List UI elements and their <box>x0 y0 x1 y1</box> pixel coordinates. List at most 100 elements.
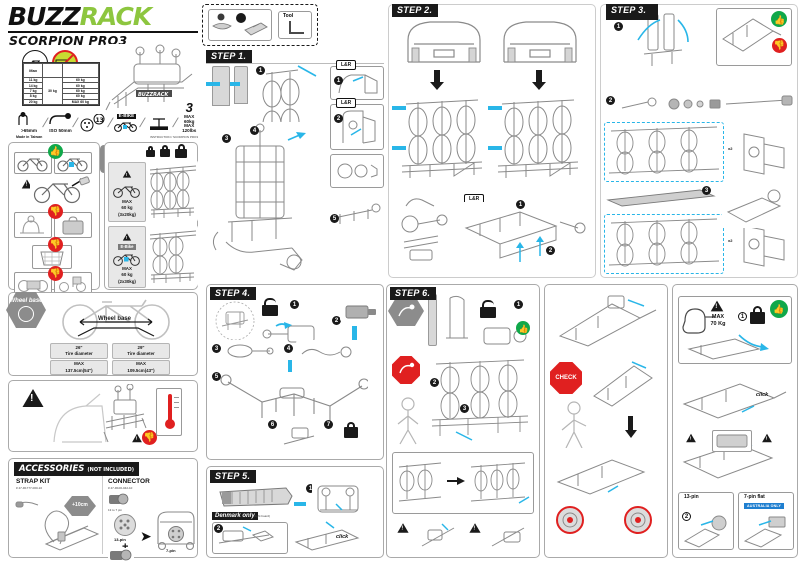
step2-arrow-down-1 <box>434 70 440 84</box>
step2-vehicle-1 <box>400 18 488 68</box>
spec-header-3 <box>61 63 100 78</box>
step6b-arrow-down <box>628 416 633 432</box>
allowed-bike-ebike <box>54 152 92 174</box>
towball-spec: >65mm <box>16 112 42 134</box>
rack-product-illustration: BUZZRACK <box>104 44 198 114</box>
step3-num-2: 2 <box>606 96 615 105</box>
warning-triangle-icon <box>762 433 772 443</box>
step4-detail-6 <box>280 418 324 452</box>
thumbs-up-icon: 👍 <box>48 144 63 159</box>
warning-triangle-icon-small <box>132 433 142 443</box>
step2-blue-arrow-3 <box>392 146 406 150</box>
step2-detail-right <box>460 202 586 276</box>
lock-icon-small <box>146 146 155 157</box>
check-stop-badge: CHECK <box>550 362 582 394</box>
step-6-tag: STEP 6. <box>390 287 437 300</box>
step6-warn-illustration-1 <box>414 518 464 554</box>
warning-triangle-icon <box>122 233 132 241</box>
connector-illustration <box>106 492 130 506</box>
connector-plus-sign: + <box>122 541 129 553</box>
step-4-tag: STEP 4. <box>210 287 257 300</box>
step6-rack-bike-illustration <box>428 352 534 444</box>
iso-spec: ISO 50mm <box>48 112 72 134</box>
step3-detail-box-1: 👍 <box>716 8 792 66</box>
allowed-bike-normal <box>14 152 52 174</box>
spec-icon-strip: >65mm / ISO 50mm / 13 / E-BIKE / / 3 MAX… <box>16 101 200 134</box>
step6-max-weight-title: MAX <box>711 314 725 320</box>
step6b-illustration-2 <box>588 356 662 410</box>
ebike-label: E-BIKE <box>116 113 137 120</box>
arrow-right-icon: ➤ <box>140 528 152 544</box>
step2-rack-2 <box>492 92 584 182</box>
step1-detail-box-2 <box>330 104 384 150</box>
warning-triangle-icon <box>21 179 33 189</box>
load-ebike-label: E-Bike <box>118 243 136 250</box>
step5-denmark-illustration <box>212 522 288 554</box>
connector-name: CONNECTOR <box>108 478 150 485</box>
wheelbase-max-value-1: 137.5cm(54") <box>65 367 93 373</box>
warning-triangle-icon <box>397 523 409 533</box>
vehicle-rear-illustration <box>154 508 196 554</box>
step-1-tag: STEP 1. <box>206 50 253 63</box>
step1-num-5: 5 <box>330 214 339 223</box>
strap-kit-extra-badge: +10cm <box>64 496 96 516</box>
thumbs-down-icon-2: 👎 <box>48 237 63 252</box>
unlock-icon-step4 <box>262 298 278 316</box>
connector-13pin-icon <box>114 514 136 536</box>
step-3-tag: STEP 3. <box>606 4 658 20</box>
step6-check-label: CHECK <box>555 375 577 381</box>
lock-icon-step6c <box>750 306 765 324</box>
step2-arrowhead-1 <box>430 82 444 90</box>
step5-arrow <box>294 502 306 506</box>
stop-sign-icon <box>392 356 420 384</box>
rack-spec <box>146 114 172 134</box>
warning-triangle-icon <box>686 433 696 443</box>
step5-click-label: click <box>336 534 349 540</box>
step3-chain-illustration-2 <box>604 214 724 274</box>
step1-detail-illustration-4 <box>330 192 384 230</box>
step1-num-4: 4 <box>250 126 259 135</box>
step6c-7pin-box <box>738 492 794 550</box>
bike-accessory-removal-illustration <box>30 176 92 204</box>
step4-arrow-down <box>288 360 292 372</box>
load-normal-title: MAX <box>122 198 132 204</box>
step6-warn-illustration-2 <box>484 518 534 554</box>
step5-num-2: 2 <box>214 524 223 533</box>
wheelbase-max-title-2: MAX <box>136 361 146 367</box>
step3-num-3: 3 <box>702 186 711 195</box>
thumbs-down-icon-3: 👎 <box>48 266 63 281</box>
rack-loaded-illustration-1 <box>148 160 198 222</box>
step2-rack-1 <box>396 92 488 182</box>
step6c-13pin-label: 13-pin <box>684 494 699 500</box>
wheelbase-caption-2: Tire diameter <box>127 351 155 356</box>
svg-text:👍: 👍 <box>774 14 785 25</box>
wheelbase-caption-1: Tire diameter <box>65 351 93 356</box>
step3-chain-illustration-1 <box>604 122 724 182</box>
step3-detail-right <box>722 184 794 228</box>
connector-to-label: 7-pin <box>166 548 176 553</box>
step2-arrowhead-2 <box>532 82 546 90</box>
step6b-arrowhead <box>625 430 637 438</box>
step2-blue-arrow-1 <box>392 106 406 110</box>
step6c-num-2: 2 <box>682 512 691 521</box>
load-normal-detail: (3x20kg) <box>118 211 136 217</box>
step4-num-6: 6 <box>268 420 277 429</box>
step2-arrow-down-2 <box>536 70 542 84</box>
load-ebike-spec: E-Bike MAX 60 kg (2x30kg) <box>108 226 146 288</box>
step1-arrow-2 <box>230 82 240 86</box>
accessories-header: ACCESSORIES (NOT INCLUDED) <box>14 462 140 476</box>
step5-num-1: 1 <box>306 484 315 493</box>
thumbs-down-icon-1: 👎 <box>48 204 63 219</box>
step6-person-illustration <box>390 396 426 448</box>
step6-handle-illustration <box>442 292 472 346</box>
australia-only-badge: AUSTRALIA ONLY <box>744 503 785 509</box>
ebike-spec: E-BIKE <box>113 114 139 134</box>
step3-bracket-detail-1 <box>736 124 794 182</box>
warning-triangle-icon <box>122 170 132 178</box>
warning-triangle-icon <box>710 300 724 312</box>
step5-denmark-note: Denmark only <box>212 512 258 520</box>
pin-spec: 13 <box>79 113 107 134</box>
spec-cell: 30 kg <box>42 77 63 105</box>
capacity-spec: 3 MAX 60kg MAX 120lbs <box>178 101 200 134</box>
